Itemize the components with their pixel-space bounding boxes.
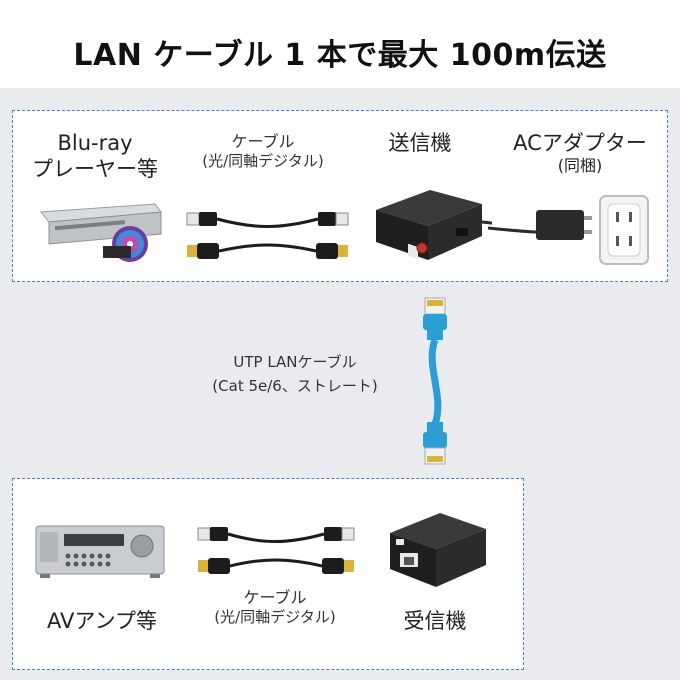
optical-cable-icon — [186, 212, 349, 228]
coaxial-cable-icon — [187, 243, 348, 259]
wall-outlet-icon — [599, 195, 649, 265]
ac-adapter-icon — [488, 210, 592, 240]
receiver-label: 受信機 — [403, 609, 467, 633]
optical-cable-icon — [197, 527, 355, 543]
amp-label: AVアンプ等 — [47, 609, 157, 633]
transmitter-device-icon — [376, 190, 492, 260]
bottom-cable-label: ケーブル(光/同軸デジタル) — [214, 588, 336, 626]
utp-cable-label: UTP LANケーブル(Cat 5e/6、ストレート) — [212, 353, 378, 395]
top-digital-cables-icon — [186, 212, 349, 259]
top-cable-label: ケーブル(光/同軸デジタル) — [202, 132, 324, 170]
transmitter-label: 送信機 — [388, 131, 452, 155]
av-amplifier-icon — [35, 525, 165, 578]
bluray-player-icon — [40, 203, 162, 262]
bottom-digital-cables-icon — [197, 527, 355, 574]
page-title: LAN ケーブル 1 本で最大 100m伝送 — [73, 38, 607, 73]
receiver-device-icon — [390, 513, 486, 587]
lan-cable-icon — [423, 297, 447, 465]
coaxial-cable-icon — [198, 558, 354, 574]
adapter-label: ACアダプター(同梱) — [513, 131, 647, 176]
